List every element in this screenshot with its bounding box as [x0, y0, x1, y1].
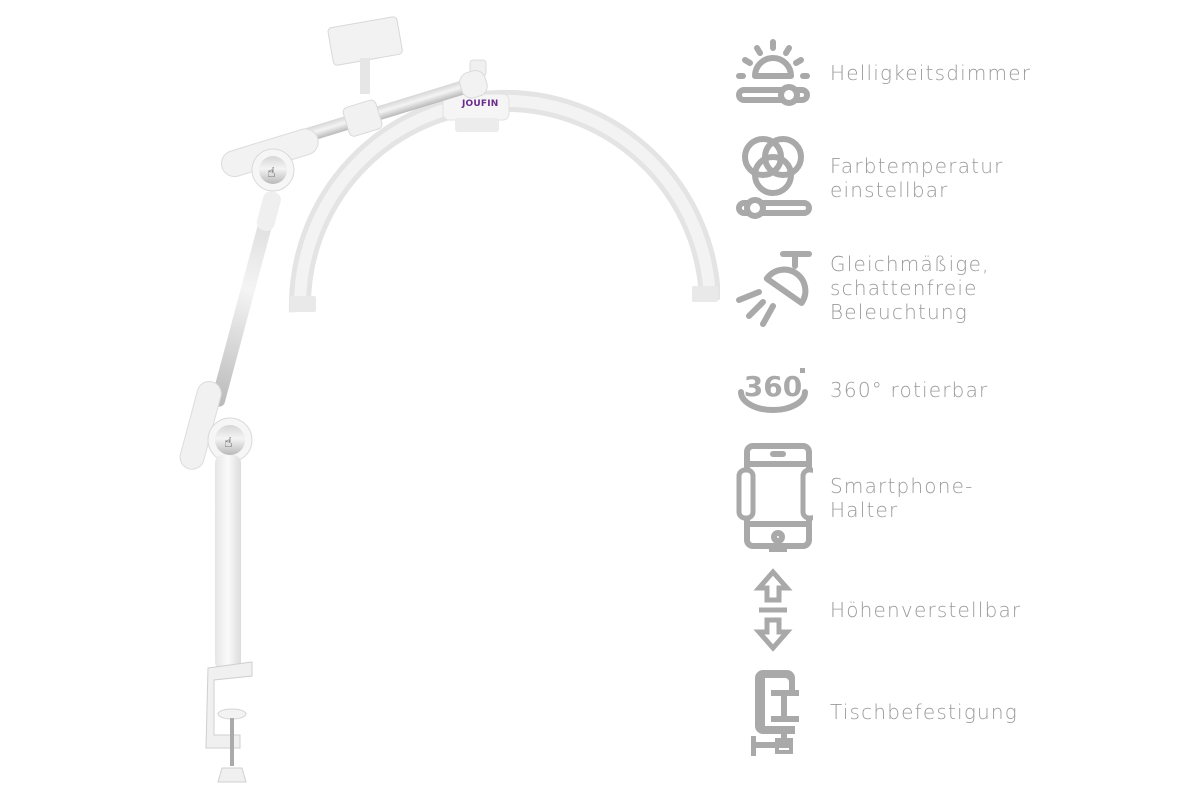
feature-label: Helligkeitsdimmer	[830, 61, 1032, 85]
feature-even-lighting: Gleichmäßige, schattenfreie Beleuchtung	[728, 246, 990, 330]
feature-label: 360° rotierbar	[830, 378, 989, 402]
table-clamp-icon	[728, 664, 818, 760]
feature-smartphone-holder: Smartphone- Halter	[728, 440, 974, 556]
brand-logo: JOUFIN	[462, 99, 499, 109]
feature-height-adjustable: Höhenverstellbar	[728, 568, 1021, 652]
smartphone-holder-icon	[728, 440, 818, 556]
color-temperature-icon	[728, 133, 818, 223]
feature-list: Helligkeitsdimmer Farbtemperatur einstel…	[728, 0, 1200, 800]
feature-label: Smartphone- Halter	[830, 474, 974, 522]
feature-table-mount: Tischbefestigung	[728, 664, 1018, 760]
feature-label: Tischbefestigung	[830, 700, 1018, 724]
brightness-dimmer-icon	[728, 38, 818, 108]
feature-label: Farbtemperatur einstellbar	[830, 154, 1004, 202]
feature-label: Gleichmäßige, schattenfreie Beleuchtung	[830, 252, 990, 324]
rotate-360-icon: 360	[728, 362, 818, 418]
lamp-illustration: ☝ ☝	[179, 16, 721, 783]
svg-text:☝: ☝	[224, 435, 233, 451]
lamp-light-icon	[728, 248, 818, 328]
feature-brightness-dimmer: Helligkeitsdimmer	[728, 36, 1031, 110]
product-image: ☝ ☝ JOUFIN	[179, 16, 721, 783]
feature-label: Höhenverstellbar	[830, 598, 1022, 622]
feature-color-temperature: Farbtemperatur einstellbar	[728, 132, 1004, 224]
hand-press-icon: ☝	[267, 165, 276, 181]
feature-rotation: 360 360° rotierbar	[728, 362, 988, 418]
height-adjust-icon	[728, 568, 818, 652]
svg-text:360: 360	[744, 370, 802, 403]
